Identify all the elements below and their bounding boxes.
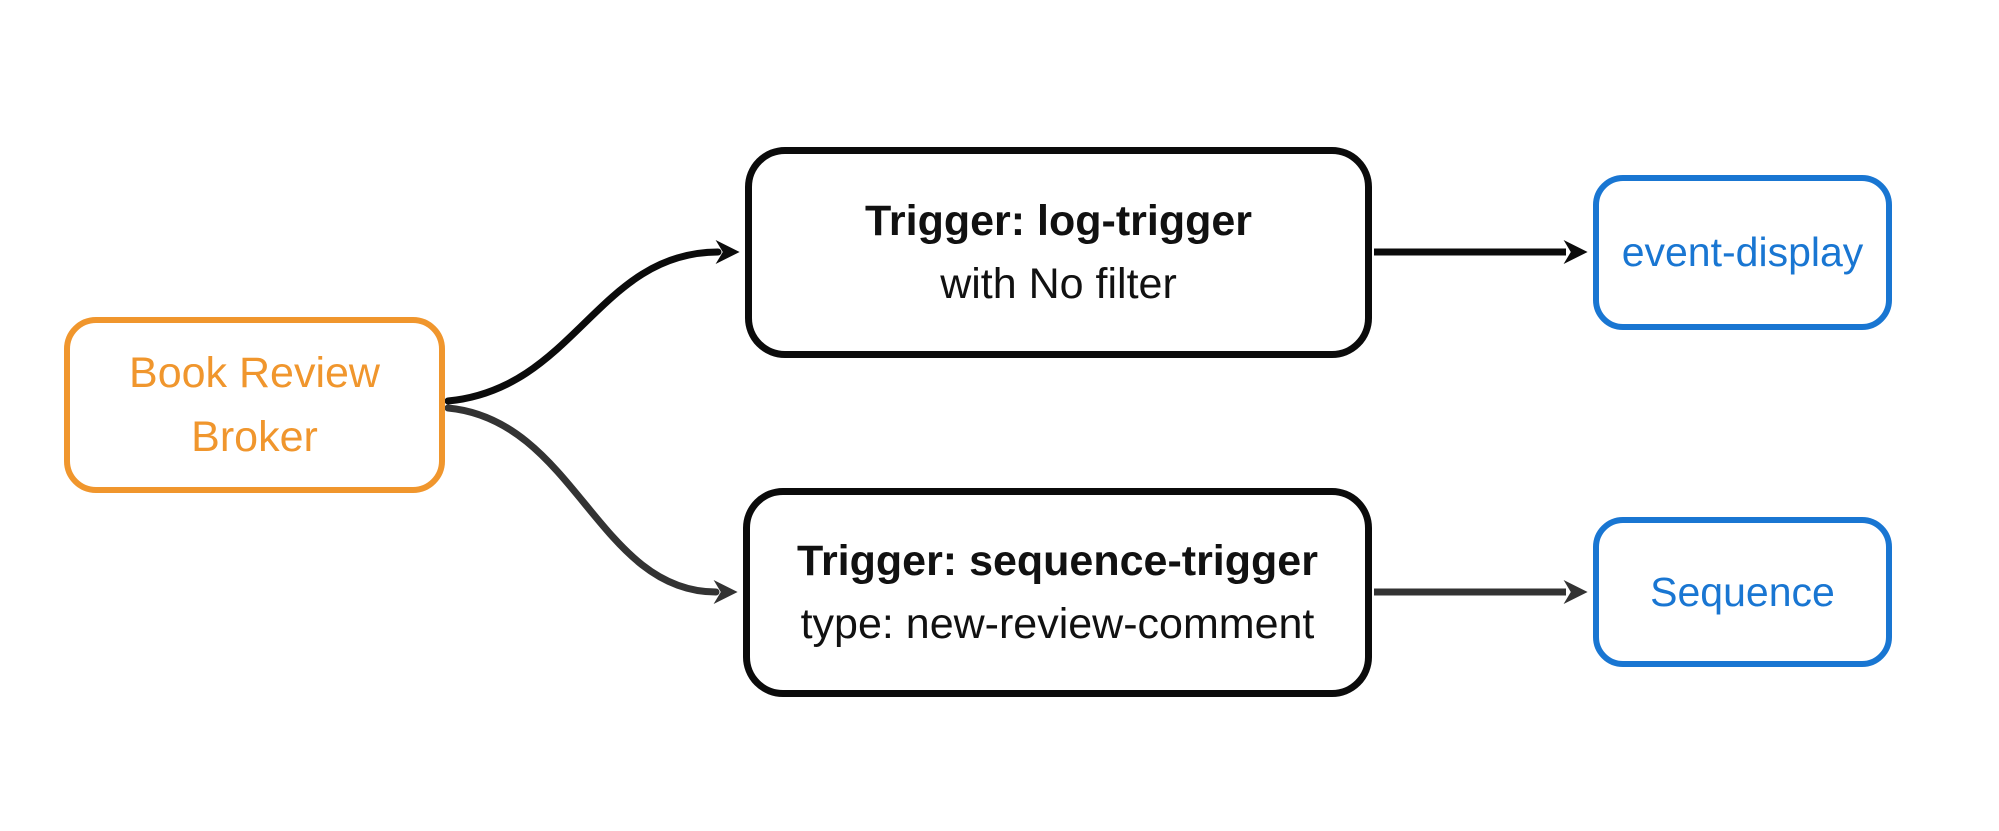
node-book-review-broker: Book Review Broker	[64, 317, 445, 493]
node-sequence: Sequence	[1593, 517, 1892, 667]
broker-label-line1: Book Review	[129, 348, 380, 397]
sequence-trigger-subtitle: type: new-review-comment	[800, 599, 1315, 648]
event-display-label: event-display	[1621, 229, 1864, 275]
log-trigger-title: Trigger: log-trigger	[865, 197, 1252, 246]
edge-broker-to-sequence-trigger	[444, 404, 738, 604]
node-sequence-trigger: Trigger: sequence-trigger type: new-revi…	[743, 488, 1372, 697]
log-trigger-subtitle: with No filter	[940, 259, 1177, 308]
node-log-trigger: Trigger: log-trigger with No filter	[745, 147, 1372, 358]
sequence-trigger-title: Trigger: sequence-trigger	[797, 537, 1318, 586]
sequence-label: Sequence	[1650, 568, 1835, 615]
edge-broker-to-log-trigger	[444, 240, 740, 405]
node-event-display: event-display	[1593, 175, 1892, 330]
broker-label-line2: Broker	[191, 413, 318, 461]
